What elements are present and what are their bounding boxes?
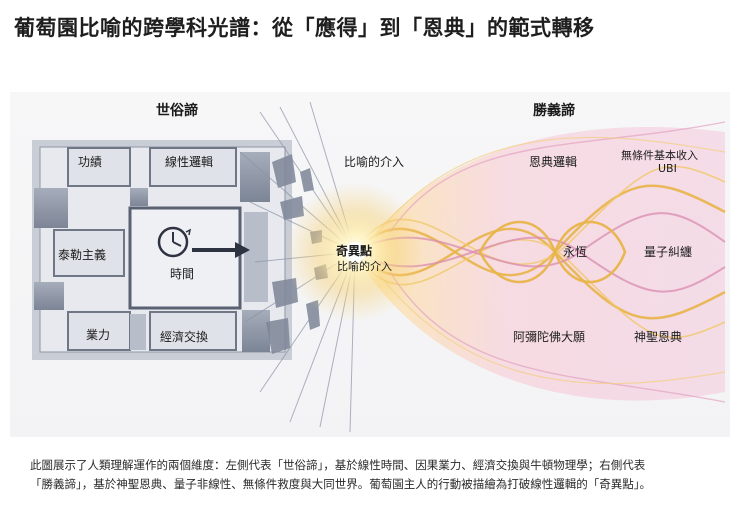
block-exchange xyxy=(149,311,237,351)
clock-icon xyxy=(157,226,192,258)
label-time: 時間 xyxy=(170,267,195,281)
block-karma xyxy=(67,311,131,351)
label-karma: 業力 xyxy=(86,328,111,342)
caption: 此圖展示了人類理解運作的兩個維度：左側代表「世俗諦」，基於線性時間、因果業力、經… xyxy=(30,456,730,494)
label-intervention: 比喻的介入 xyxy=(344,155,405,169)
diagram-artwork xyxy=(32,101,726,433)
label-singularity-sub: 比喻的介入 xyxy=(337,260,392,273)
label-singularity: 奇異點 xyxy=(336,244,373,258)
arrow-right-icon xyxy=(192,242,250,258)
infinity-loop xyxy=(478,220,627,284)
label-amitabha: 阿彌陀佛大願 xyxy=(513,330,586,344)
label-divine-grace: 神聖恩典 xyxy=(634,330,683,344)
label-exchange: 經濟交換 xyxy=(160,330,209,344)
caption-line-2: 「勝義諦」，基於神聖恩典、量子非線性、無條件救度與大同世界。葡萄園主人的行動被描… xyxy=(30,477,651,491)
label-eternity: 永恆 xyxy=(563,245,588,259)
label-quantum: 量子糾纏 xyxy=(644,245,693,259)
secular-header: 世俗諦 xyxy=(156,103,198,119)
label-taylorism: 泰勒主義 xyxy=(58,248,107,262)
label-ubi-abbr: UBI xyxy=(658,162,677,175)
block-linear-logic xyxy=(149,147,237,187)
secular-grid xyxy=(32,140,292,360)
block-merit xyxy=(67,147,131,187)
page-title: 葡萄園比喻的跨學科光譜：從「應得」到「恩典」的範式轉移 xyxy=(14,16,595,40)
block-taylorism xyxy=(53,229,125,277)
caption-line-1: 此圖展示了人類理解運作的兩個維度：左側代表「世俗諦」，基於線性時間、因果業力、經… xyxy=(30,458,646,472)
spectrum-diagram: 世俗諦 勝義諦 功績 線性邏輯 泰勒主義 時間 業力 經濟交換 比喻的介入 奇異… xyxy=(10,92,730,437)
label-linear-logic: 線性邏輯 xyxy=(165,155,214,169)
block-time xyxy=(128,206,242,310)
label-ubi: 無條件基本收入 xyxy=(621,149,698,162)
ultimate-header: 勝義諦 xyxy=(533,103,575,119)
label-merit: 功績 xyxy=(78,155,103,169)
label-grace-logic: 恩典邏輯 xyxy=(529,155,578,169)
